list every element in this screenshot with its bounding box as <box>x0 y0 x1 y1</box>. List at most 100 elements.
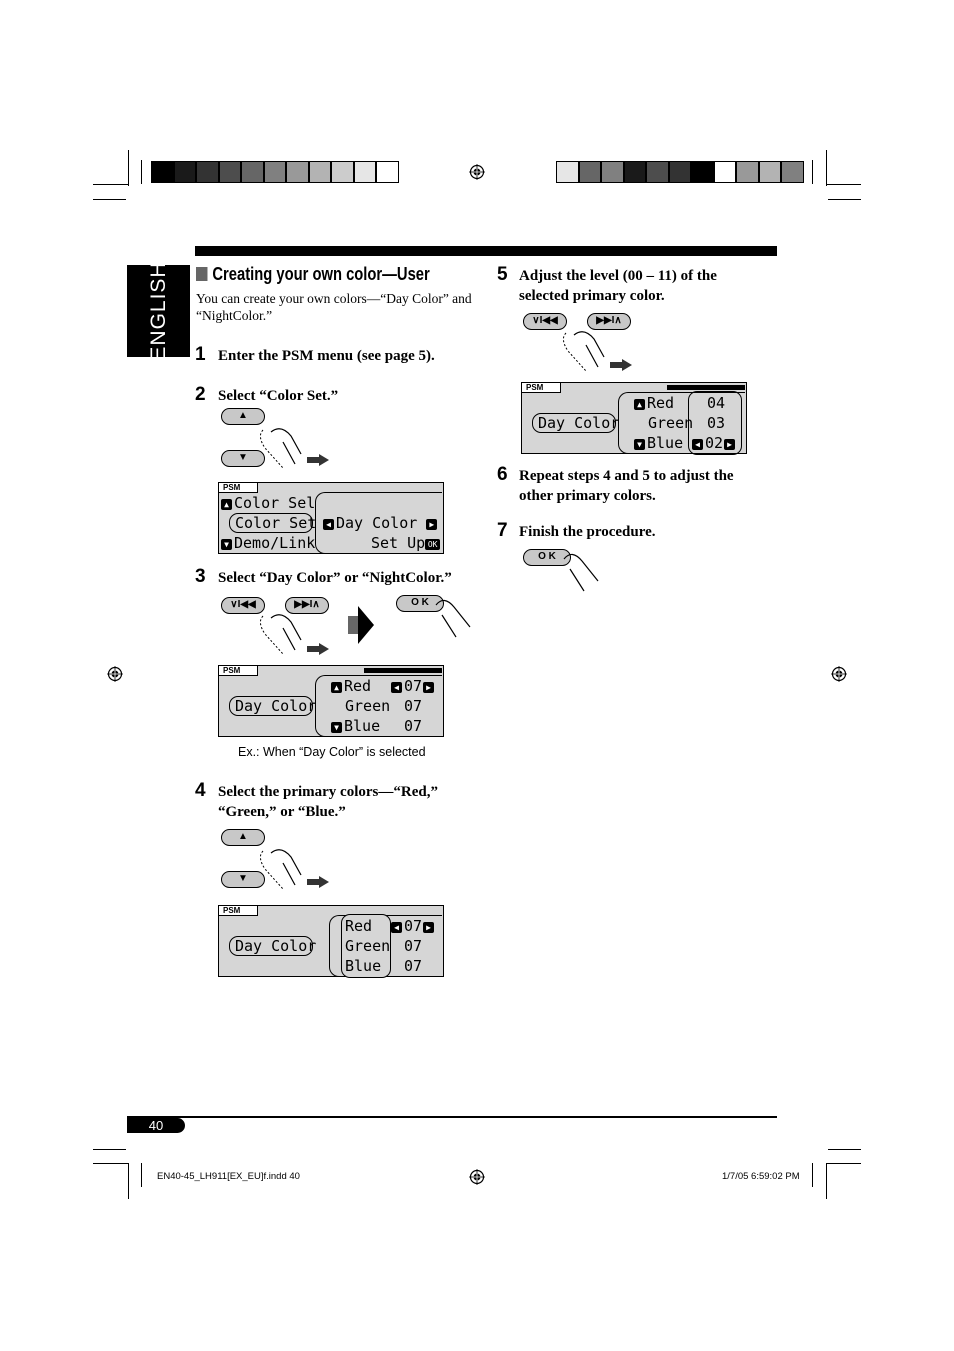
step-number: 6 <box>497 464 508 485</box>
ok-button: O K <box>523 549 571 566</box>
step-text: Repeat steps 4 and 5 to adjust the other… <box>519 468 734 504</box>
psm-label: PSM <box>219 483 258 493</box>
finger-icon <box>435 599 471 638</box>
color-swatch <box>376 161 399 183</box>
color-swatch <box>308 161 331 183</box>
crop-mark <box>93 1163 129 1164</box>
step-number: 3 <box>195 566 206 587</box>
finger-icon <box>562 331 605 372</box>
section-title-text: Creating your own color—User <box>212 264 430 284</box>
color-swatch <box>196 161 219 183</box>
step-number: 2 <box>195 384 206 405</box>
next-button: ▶▶I∧ <box>285 597 329 614</box>
lcd-line: 03 <box>707 414 726 432</box>
step-text: Finish the procedure. <box>519 524 656 540</box>
step-number: 1 <box>195 344 206 365</box>
language-tab: ENGLISH <box>127 261 190 361</box>
footer-file: EN40-45_LH911[EX_EU]f.indd 40 <box>157 1171 300 1182</box>
prev-icon: ◀ <box>692 439 703 450</box>
lcd-line: ▼Blue <box>634 434 683 452</box>
lcd-display: PSM Day Color Red Green Blue ◀07▶ 07 07 <box>218 905 444 978</box>
down-icon: ▼ <box>331 722 342 733</box>
step-text: Adjust the level (00 – 11) of the select… <box>519 268 717 304</box>
finger-icon <box>259 614 302 655</box>
section-title: Creating your own color—User <box>196 264 430 285</box>
lcd-line: ◀07▶ <box>391 917 436 935</box>
lcd-line: ◀02▶ <box>692 434 737 452</box>
crop-mark <box>826 1163 827 1199</box>
lcd-line: Blue <box>345 957 382 975</box>
color-swatch <box>556 161 579 183</box>
color-swatch <box>353 161 376 183</box>
language-label: ENGLISH <box>146 261 170 361</box>
down-button: ▼ <box>221 871 265 888</box>
lcd-panel <box>315 675 442 737</box>
color-swatch <box>623 161 646 183</box>
step-text: Select the primary colors—“Red,” “Green,… <box>218 784 438 820</box>
registration-mark-icon <box>469 164 485 180</box>
crop-mark <box>826 184 861 185</box>
lcd-line: ◀07▶ <box>391 677 436 695</box>
next-button: ▶▶I∧ <box>587 313 631 330</box>
crop-mark <box>93 199 126 200</box>
registration-mark-icon <box>469 1169 485 1185</box>
up-button: ▲ <box>221 408 265 425</box>
lcd-line: Day Color <box>235 937 317 955</box>
level-bar <box>667 385 745 390</box>
level-bar <box>364 668 442 673</box>
down-button: ▼ <box>221 450 265 467</box>
selection-box <box>229 936 313 956</box>
crop-mark <box>812 1163 813 1187</box>
prev-icon: ◀ <box>391 682 402 693</box>
lcd-line: ▲Color Sel <box>221 494 315 512</box>
lcd-panel <box>618 392 745 454</box>
lcd-line: 07 <box>404 937 423 955</box>
color-swatch <box>263 161 286 183</box>
prev-button: ∨I◀◀ <box>221 597 265 614</box>
step-text: Select “Day Color” or “NightColor.” <box>218 570 452 586</box>
lcd-line: ▼Demo/Link <box>221 534 315 552</box>
intro-text: You can create your own colors—“Day Colo… <box>196 291 472 323</box>
color-swatch <box>691 161 714 183</box>
down-icon: ▼ <box>221 539 232 550</box>
crop-mark <box>93 1149 126 1150</box>
lcd-line: Day Color <box>538 414 620 432</box>
caption: Ex.: When “Day Color” is selected <box>238 745 426 759</box>
lcd-display: PSM Day Color ▲Red Green ▼Blue 04 03 ◀02… <box>521 382 747 455</box>
crop-mark <box>141 160 142 184</box>
lcd-line: 07 <box>404 697 423 715</box>
up-icon: ▲ <box>221 499 232 510</box>
color-swatch <box>601 161 624 183</box>
color-swatch <box>736 161 759 183</box>
lcd-line: ◀Day Color ▶ <box>323 514 439 532</box>
arrow-right-icon <box>307 876 329 888</box>
step-number: 7 <box>497 520 508 541</box>
crop-mark <box>826 150 827 186</box>
selection-box <box>688 391 742 455</box>
next-icon: ▶ <box>426 519 438 530</box>
step-text: Select “Color Set.” <box>218 388 339 404</box>
crop-mark <box>828 199 861 200</box>
color-swatch <box>241 161 264 183</box>
selection-box <box>341 914 391 978</box>
step-number: 4 <box>195 780 206 801</box>
lcd-display: PSM Day Color ▲Red Green ▼Blue ◀07▶ 07 0… <box>218 665 444 737</box>
psm-label: PSM <box>219 906 258 916</box>
lcd-line: Red <box>345 917 373 935</box>
square-bullet-icon <box>196 267 208 281</box>
selection-box <box>229 513 313 533</box>
crop-mark <box>128 150 129 186</box>
big-arrow-right-icon <box>348 606 374 644</box>
up-icon: ▲ <box>331 682 342 693</box>
finger-icon <box>259 849 302 890</box>
lcd-line: Green <box>345 937 391 955</box>
page-number: 40 <box>127 1118 185 1133</box>
step-number: 5 <box>497 264 508 285</box>
crop-mark <box>93 184 129 185</box>
next-icon: ▶ <box>724 439 736 450</box>
lcd-panel <box>315 492 442 554</box>
lcd-line: Green <box>648 414 694 432</box>
lcd-line: ▲Red <box>634 394 674 412</box>
bottom-rule <box>127 1116 777 1118</box>
selection-box <box>532 413 616 433</box>
